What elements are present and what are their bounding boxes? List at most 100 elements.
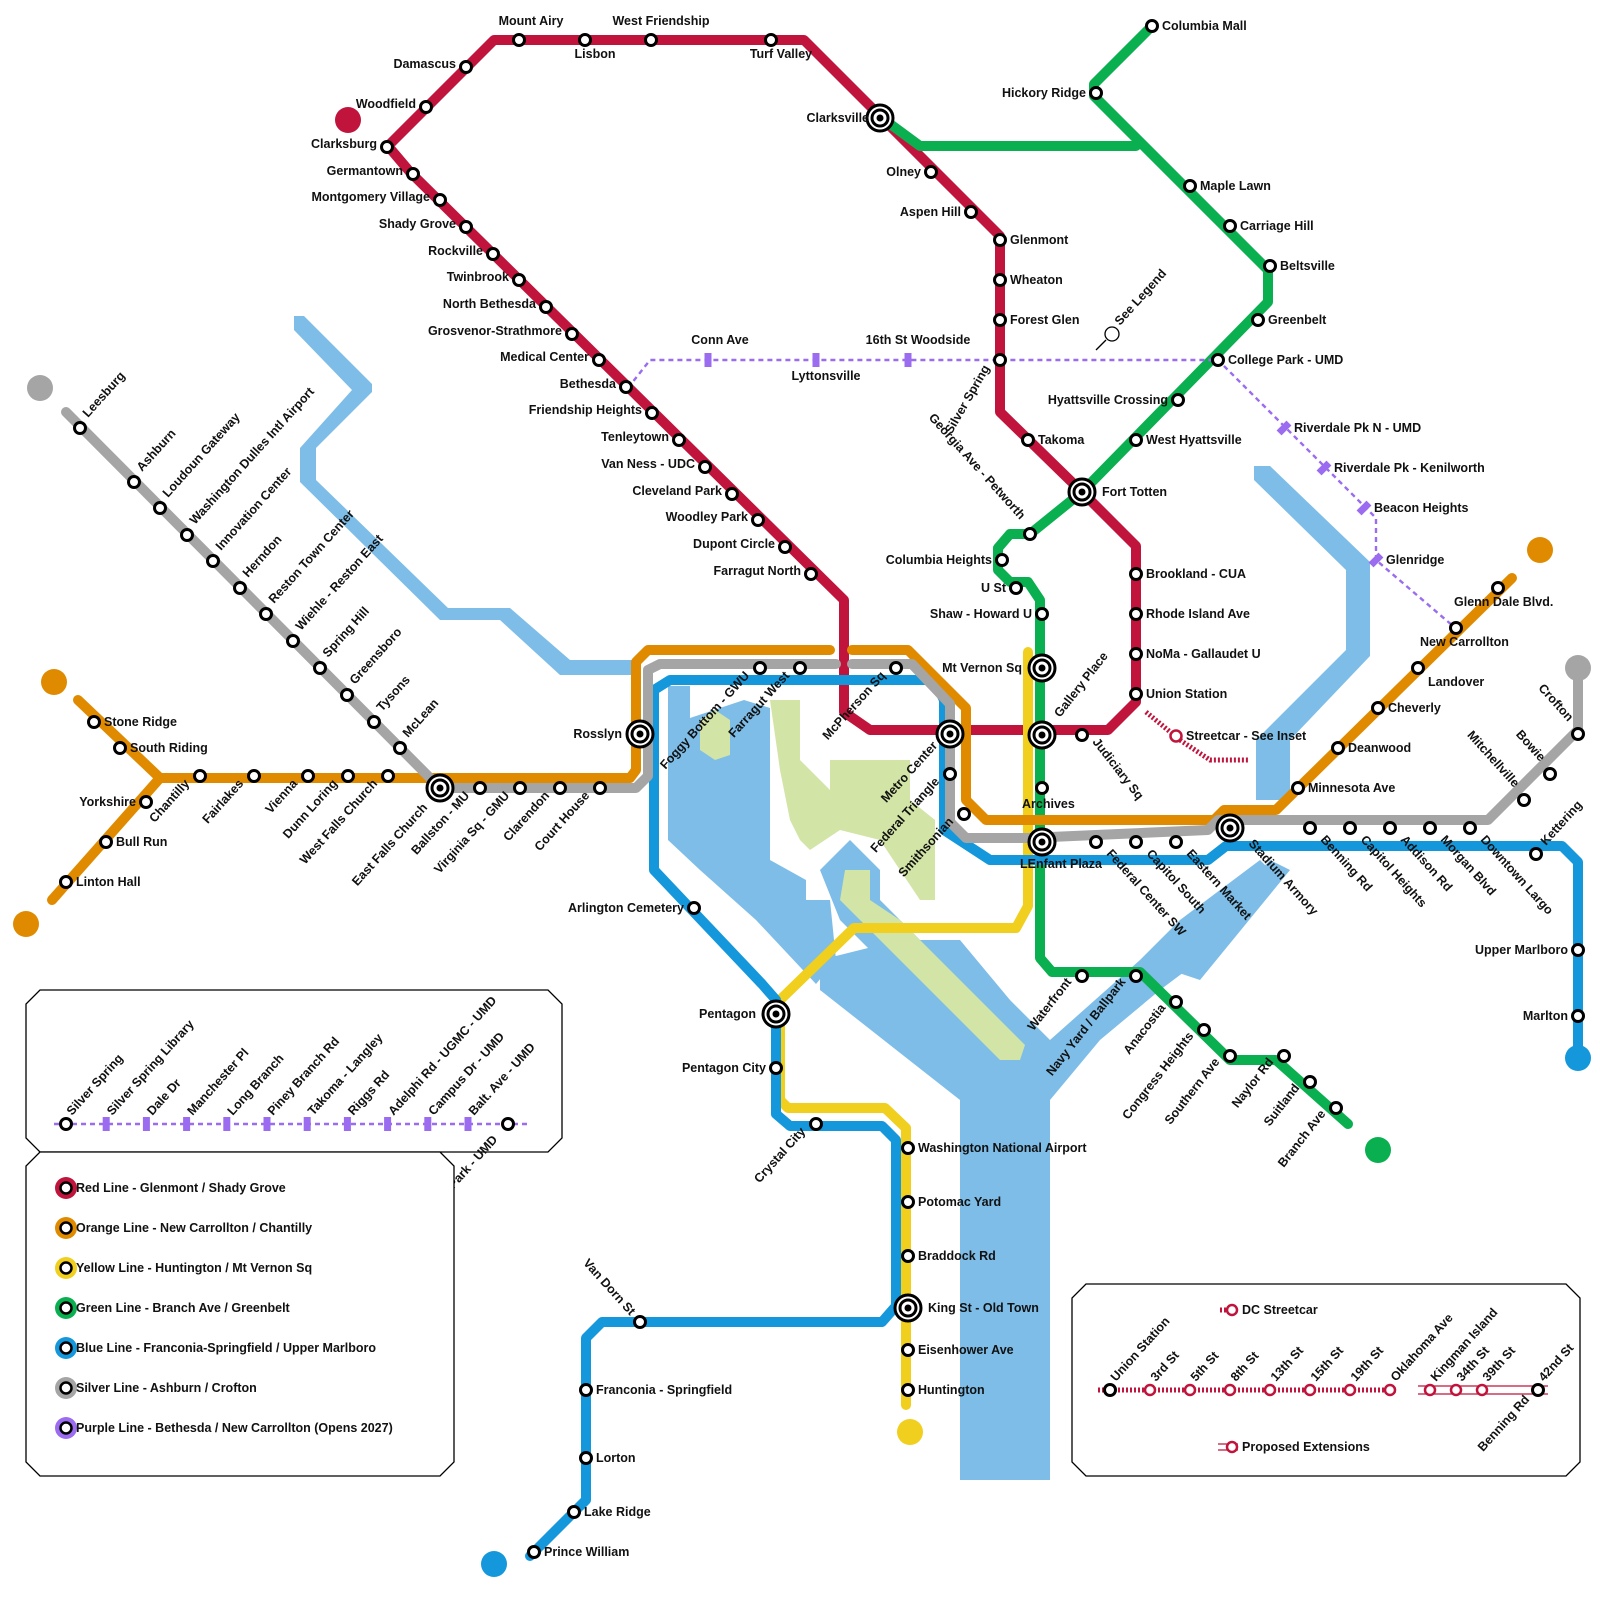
station-marker[interactable] (341, 769, 355, 783)
station-shady-grove[interactable] (459, 220, 473, 234)
station-marker[interactable] (993, 313, 1007, 327)
station-marker[interactable] (993, 233, 1007, 247)
station-marker[interactable] (1223, 219, 1237, 233)
station-upper-marlboro[interactable] (1571, 943, 1585, 957)
station-stone-ridge[interactable] (87, 715, 101, 729)
station-herndon[interactable] (233, 581, 247, 595)
station-marker[interactable] (751, 513, 765, 527)
station-bowie[interactable] (1543, 767, 1557, 781)
station-marker[interactable] (593, 781, 607, 795)
station-new-carrollton[interactable] (1449, 621, 1463, 635)
station-marker[interactable] (340, 688, 354, 702)
station-hyattsville-crossing[interactable] (1171, 393, 1185, 407)
station-farragut-west[interactable] (793, 661, 807, 675)
station-braddock-rd[interactable] (901, 1249, 915, 1263)
streetcar-east-terminal[interactable] (1531, 1383, 1545, 1397)
purple-legend-stop-marker[interactable] (102, 1117, 110, 1131)
station-marker[interactable] (964, 205, 978, 219)
station-marker[interactable] (99, 835, 113, 849)
station-chantilly[interactable] (193, 769, 207, 783)
station-union-station[interactable] (1129, 687, 1143, 701)
station-marker[interactable] (957, 807, 971, 821)
station-van-dorn[interactable] (633, 1315, 647, 1329)
station-marker[interactable] (1129, 567, 1143, 581)
station-cleveland-park[interactable] (725, 487, 739, 501)
purple-legend-stop-marker[interactable] (343, 1117, 351, 1131)
station-marker[interactable] (901, 1141, 915, 1155)
purple-legend-stop-marker[interactable] (303, 1117, 311, 1131)
station-marker[interactable] (809, 1117, 823, 1131)
station-marker[interactable] (419, 100, 433, 114)
station-prince-william[interactable] (527, 1545, 541, 1559)
station-marker[interactable] (579, 1451, 593, 1465)
station-marker[interactable] (1171, 393, 1185, 407)
station-marker[interactable] (1129, 969, 1143, 983)
station-archives[interactable] (1035, 781, 1049, 795)
station-marker[interactable] (793, 661, 807, 675)
station-greensboro[interactable] (340, 688, 354, 702)
streetcar-stop[interactable] (1143, 1383, 1157, 1397)
station-marker[interactable] (553, 781, 567, 795)
streetcar-stop[interactable] (1303, 1383, 1317, 1397)
station-marker[interactable] (313, 661, 327, 675)
station-marker[interactable] (1129, 647, 1143, 661)
station-marker[interactable] (513, 781, 527, 795)
station-west-hyattsville[interactable] (1129, 433, 1143, 447)
proposed-stop[interactable] (1475, 1383, 1489, 1397)
station-marker[interactable] (193, 769, 207, 783)
station-marker[interactable] (113, 741, 127, 755)
station-suitland[interactable] (1303, 1075, 1317, 1089)
streetcar-stop[interactable] (1263, 1383, 1277, 1397)
station-marker[interactable] (993, 353, 1007, 367)
station-fort-totten[interactable] (1067, 477, 1097, 507)
station-judiciary-sq[interactable] (1075, 728, 1089, 742)
station-huntington[interactable] (901, 1383, 915, 1397)
station-marker[interactable] (1075, 728, 1089, 742)
station-aspen-hill[interactable] (964, 205, 978, 219)
station-marker[interactable] (512, 33, 526, 47)
station-marker[interactable] (901, 1195, 915, 1209)
station-marlton[interactable] (1571, 1009, 1585, 1023)
station-greenbelt[interactable] (1251, 313, 1265, 327)
station-woodfield[interactable] (419, 100, 433, 114)
station-marker[interactable] (1009, 581, 1023, 595)
station-marker[interactable] (1035, 607, 1049, 621)
station-mcpherson-sq[interactable] (889, 661, 903, 675)
station-carriage-hill[interactable] (1223, 219, 1237, 233)
station-pentagon[interactable] (761, 999, 791, 1029)
station-marker[interactable] (233, 581, 247, 595)
station-virginia-sq[interactable] (513, 781, 527, 795)
station-marker[interactable] (698, 460, 712, 474)
station-landover[interactable] (1411, 661, 1425, 675)
station-navy-yard[interactable] (1129, 969, 1143, 983)
station-west-friendship[interactable] (644, 33, 658, 47)
station-marker[interactable] (924, 165, 938, 179)
station-marker[interactable] (286, 634, 300, 648)
station-beltsville[interactable] (1263, 259, 1277, 273)
station-marker[interactable] (1449, 621, 1463, 635)
station-marker[interactable] (1183, 179, 1197, 193)
station-leesburg[interactable] (73, 421, 87, 435)
station-marker[interactable] (1277, 1049, 1291, 1063)
station-marker[interactable] (259, 607, 273, 621)
station-crofton[interactable] (1571, 727, 1585, 741)
station-marker[interactable] (644, 33, 658, 47)
station-yorkshire[interactable] (139, 795, 153, 809)
station-marker[interactable] (406, 167, 420, 181)
station-fairlakes[interactable] (247, 769, 261, 783)
station-marker[interactable] (672, 433, 686, 447)
purple-legend-stop-marker[interactable] (384, 1117, 392, 1131)
station-bethesda[interactable] (619, 380, 633, 394)
station-stadium-armory[interactable] (1215, 813, 1245, 843)
station-national-airport[interactable] (901, 1141, 915, 1155)
station-potomac-yard[interactable] (901, 1195, 915, 1209)
purple-legend-stop-marker[interactable] (424, 1117, 432, 1131)
station-maple-lawn[interactable] (1183, 179, 1197, 193)
station-southern-ave[interactable] (1223, 1049, 1237, 1063)
station-naylor-rd[interactable] (1277, 1049, 1291, 1063)
station-marker[interactable] (1197, 1023, 1211, 1037)
station-innovation-center[interactable] (206, 554, 220, 568)
station-van-ness[interactable] (698, 460, 712, 474)
station-olney[interactable] (924, 165, 938, 179)
station-rockville[interactable] (486, 247, 500, 261)
